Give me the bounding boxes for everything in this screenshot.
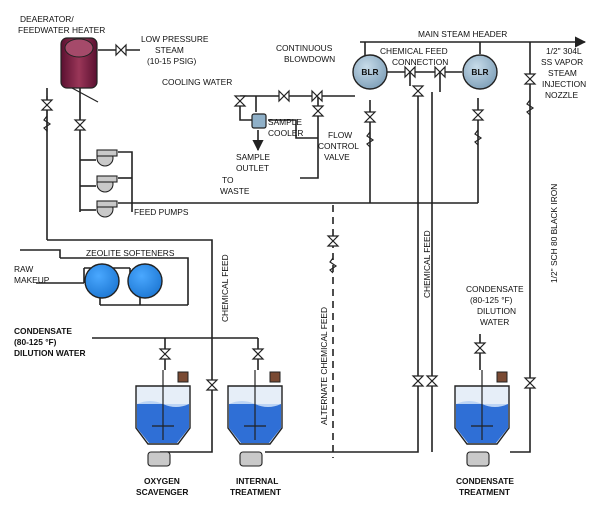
label-condensate-right-line2: (80-125 °F) <box>470 295 513 305</box>
softener-1 <box>84 263 120 299</box>
valve-nozzle-top <box>523 73 537 85</box>
label-chemical-feed-left: CHEMICAL FEED <box>220 254 230 322</box>
valve-nozzle-bottom <box>523 377 537 389</box>
label-condensate-treatment-line2: TREATMENT <box>459 487 511 497</box>
label-chemical-feed-right: CHEMICAL FEED <box>422 230 432 298</box>
zeolite-softeners <box>84 263 163 299</box>
label-condensate-left-line3: DILUTION WATER <box>14 348 86 358</box>
valve-deaerator-right <box>73 119 87 131</box>
label-raw-makeup-line1: RAW <box>14 264 33 274</box>
label-condensate-right-line1: CONDENSATE <box>466 284 524 294</box>
feed-pump-1 <box>96 149 118 167</box>
label-oxygen-line2: SCAVENGER <box>136 487 188 497</box>
feed-pump-3 <box>96 200 118 218</box>
label-sample-cooler-line2: COOLER <box>268 128 303 138</box>
label-internal-line1: INTERNAL <box>236 476 278 486</box>
valve-right-chem-2 <box>425 375 439 387</box>
label-main-steam-header: MAIN STEAM HEADER <box>418 29 507 39</box>
boiler-1-label: BLR <box>361 67 378 77</box>
valve-alt-chem <box>326 235 340 247</box>
label-sample-outlet-line2: OUTLET <box>236 163 269 173</box>
valve-tank1 <box>158 348 172 360</box>
piping <box>20 36 587 458</box>
valve-tank2 <box>251 348 265 360</box>
label-condensate-left-line2: (80-125 °F) <box>14 337 57 347</box>
tank-condensate-treatment <box>454 370 510 467</box>
label-raw-makeup-line2: MAKEUP <box>14 275 50 285</box>
label-to-waste-line2: WASTE <box>220 186 250 196</box>
valve-connection-1 <box>404 65 416 79</box>
label-deaerator-line2: FEEDWATER HEATER <box>18 25 105 35</box>
label-condensate-left-line1: CONDENSATE <box>14 326 72 336</box>
tank-internal-treatment <box>227 370 283 467</box>
sample-cooler <box>251 113 267 129</box>
label-low-pressure-line1: LOW PRESSURE <box>141 34 209 44</box>
valve-connection-3 <box>411 85 425 97</box>
label-cooling-water: COOLING WATER <box>162 77 232 87</box>
boiler-2-label: BLR <box>471 67 488 77</box>
label-nozzle-line4: INJECTION <box>542 79 586 89</box>
valve-low-pressure <box>115 43 127 57</box>
label-nozzle-line3: STEAM <box>548 68 577 78</box>
label-black-iron: 1/2" SCH 80 BLACK IRON <box>549 184 559 283</box>
feed-pump-2 <box>96 175 118 193</box>
check-valves <box>43 99 535 274</box>
boiler-1: BLR <box>352 54 388 90</box>
label-nozzle-line5: NOZZLE <box>545 90 578 100</box>
check-valve-1 <box>43 115 52 132</box>
label-continuous-line1: CONTINUOUS <box>276 43 333 53</box>
label-chemical-feed-connection-line2: CONNECTION <box>392 57 448 67</box>
label-flow-control-line3: VALVE <box>324 152 350 162</box>
valves <box>40 43 537 391</box>
valve-cooling-water <box>233 95 247 107</box>
label-sample-outlet-line1: SAMPLE <box>236 152 270 162</box>
boiler-2: BLR <box>462 54 498 90</box>
label-deaerator-line1: DEAERATOR/ <box>20 14 74 24</box>
label-flow-control-line1: FLOW <box>328 130 352 140</box>
label-oxygen-line1: OXYGEN <box>144 476 180 486</box>
check-valve-5 <box>526 99 535 116</box>
softener-2 <box>127 263 163 299</box>
valve-boiler1-feed <box>363 111 377 123</box>
valve-flow-control <box>311 105 325 117</box>
label-feed-pumps: FEED PUMPS <box>134 207 189 217</box>
labels: DEAERATOR/ FEEDWATER HEATER LOW PRESSURE… <box>14 14 586 497</box>
label-condensate-right-line4: WATER <box>480 317 509 327</box>
valve-blowdown <box>278 89 290 103</box>
label-low-pressure-line3: (10-15 PSIG) <box>147 56 197 66</box>
valve-connection-2 <box>434 65 446 79</box>
label-flow-control-line2: CONTROL <box>318 141 359 151</box>
label-nozzle-line2: SS VAPOR <box>541 57 583 67</box>
valve-boiler2-feed <box>471 109 485 121</box>
check-valve-2 <box>366 131 375 148</box>
label-zeolite-softeners: ZEOLITE SOFTENERS <box>86 248 175 258</box>
valve-left-chem <box>205 379 219 391</box>
valve-tank3 <box>473 342 487 354</box>
label-internal-line2: TREATMENT <box>230 487 282 497</box>
label-condensate-treatment-line1: CONDENSATE <box>456 476 514 486</box>
label-nozzle-line1: 1/2" 304L <box>546 46 582 56</box>
label-continuous-line2: BLOWDOWN <box>284 54 335 64</box>
label-condensate-right-line3: DILUTION <box>477 306 516 316</box>
feed-pumps <box>96 149 118 218</box>
label-to-waste-line1: TO <box>222 175 234 185</box>
valve-deaerator-left <box>40 99 54 111</box>
check-valve-3 <box>474 129 483 146</box>
check-valve-4 <box>329 257 338 274</box>
valve-blowdown-2 <box>311 89 323 103</box>
deaerator <box>60 37 99 103</box>
label-alternate-chemical-feed: ALTERNATE CHEMICAL FEED <box>319 307 329 425</box>
valve-right-chem-1 <box>411 375 425 387</box>
label-low-pressure-line2: STEAM <box>155 45 184 55</box>
tank-oxygen-scavenger <box>135 370 191 467</box>
label-chemical-feed-connection-line1: CHEMICAL FEED <box>380 46 448 56</box>
label-sample-cooler-line1: SAMPLE <box>268 117 302 127</box>
